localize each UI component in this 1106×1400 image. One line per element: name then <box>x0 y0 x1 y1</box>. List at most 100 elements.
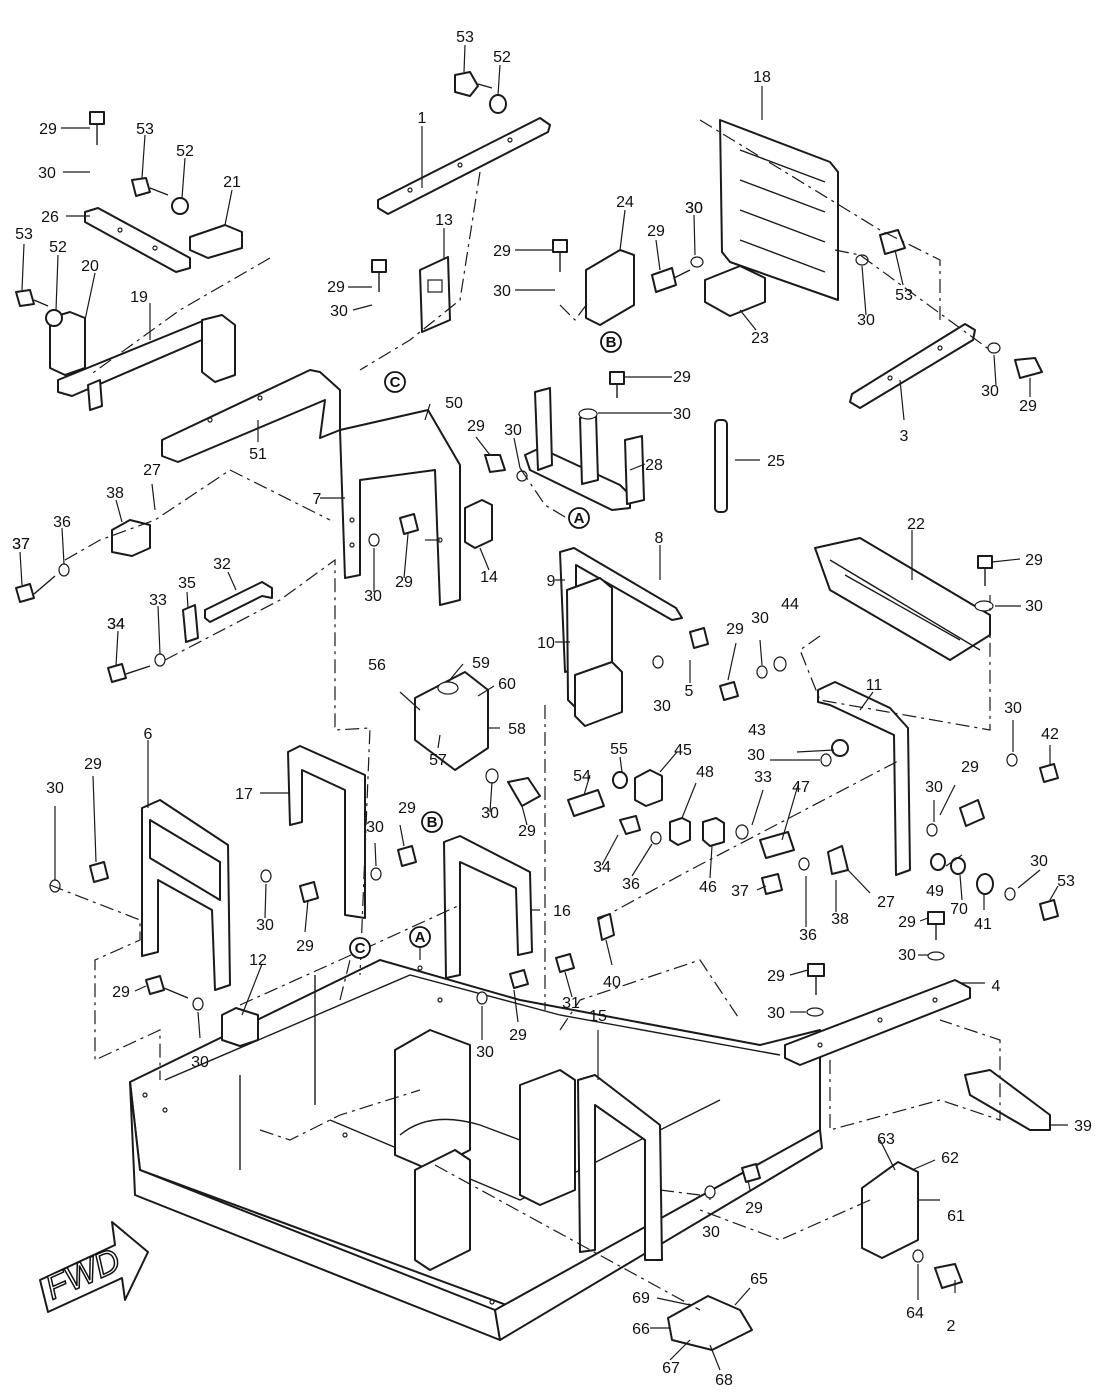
part-35-clip <box>182 604 199 643</box>
callout-39: 39 <box>1074 1118 1092 1135</box>
reference-markers: A A B B C C <box>349 331 622 959</box>
part-41-spacer <box>976 873 994 895</box>
callout-30-m: 30 <box>1004 700 1022 717</box>
callout-29-q: 29 <box>84 756 102 773</box>
callout-24: 24 <box>616 194 634 211</box>
callout-29-h: 29 <box>395 574 413 591</box>
part-32-handle <box>204 581 273 623</box>
callout-29-d: 29 <box>647 223 665 240</box>
callout-42: 42 <box>1041 726 1059 743</box>
callout-29-j: 29 <box>726 621 744 638</box>
callout-29-o: 29 <box>398 800 416 817</box>
callout-14: 14 <box>480 569 498 586</box>
repeated-callout-labels: 53 52 53 52 29 30 29 30 29 30 53 30 29 3… <box>12 121 1075 1241</box>
callout-36-mid: 36 <box>622 876 640 893</box>
ref-marker-b-lower <box>421 811 443 833</box>
part-17-frame <box>287 745 366 919</box>
callout-30-e: 30 <box>857 312 875 329</box>
assembly-lines <box>49 119 1001 1311</box>
callout-61: 61 <box>947 1208 965 1225</box>
callout-29-k: 29 <box>961 759 979 776</box>
callout-29-c: 29 <box>493 243 511 260</box>
part-13-plate <box>419 256 451 333</box>
part-25-shaft <box>714 419 728 513</box>
part-61-cover <box>861 1161 919 1259</box>
callout-29-i: 29 <box>1025 552 1043 569</box>
ref-label-b-upper: B <box>606 334 617 351</box>
callout-30-x: 30 <box>476 1044 494 1061</box>
callout-29-e: 29 <box>673 369 691 386</box>
part-22-rail <box>814 537 991 661</box>
part-14-bracket <box>464 499 493 549</box>
callout-30-b: 30 <box>330 303 348 320</box>
callout-30-h: 30 <box>981 383 999 400</box>
callout-25: 25 <box>767 453 785 470</box>
callout-30-j: 30 <box>1025 598 1043 615</box>
part-4-plate <box>784 979 971 1066</box>
callout-30-w: 30 <box>191 1054 209 1071</box>
callout-2: 2 <box>947 1318 956 1335</box>
callout-16: 16 <box>553 903 571 920</box>
callout-3: 3 <box>900 428 909 445</box>
ref-marker-a-lower <box>409 926 431 948</box>
callout-63: 63 <box>877 1131 895 1148</box>
callout-30-i: 30 <box>364 588 382 605</box>
callout-29-m: 29 <box>767 968 785 985</box>
part-24-cover <box>585 249 635 326</box>
callout-51: 51 <box>249 446 267 463</box>
callout-21: 21 <box>223 174 241 191</box>
callout-52-left: 52 <box>176 143 194 160</box>
fwd-label: FWD <box>40 1241 126 1307</box>
callout-29-t: 29 <box>745 1200 763 1217</box>
callout-53: 53 <box>456 29 474 46</box>
callout-29-g: 29 <box>1019 398 1037 415</box>
callout-30-y: 30 <box>702 1224 720 1241</box>
callout-27-lower: 27 <box>877 894 895 911</box>
ref-label-a-lower: A <box>415 929 426 946</box>
callout-13: 13 <box>435 212 453 229</box>
part-49-washer <box>930 853 946 871</box>
callout-20: 20 <box>81 258 99 275</box>
part-65-cover <box>667 1295 753 1351</box>
callout-30-l: 30 <box>653 698 671 715</box>
ref-marker-c-lower <box>349 937 371 959</box>
part-7-frame <box>339 409 461 606</box>
part-1-top-bar <box>377 117 551 215</box>
callout-29: 29 <box>39 121 57 138</box>
callout-60: 60 <box>498 676 516 693</box>
callout-29-p: 29 <box>296 938 314 955</box>
ref-marker-c-upper <box>384 371 406 393</box>
callout-37: 37 <box>12 536 30 553</box>
callout-32: 32 <box>213 556 231 573</box>
callout-30-r: 30 <box>767 1005 785 1022</box>
callout-41: 41 <box>974 916 992 933</box>
part-38-bracket <box>111 519 151 557</box>
callout-34-a: 34 <box>107 616 125 633</box>
callout-5: 5 <box>685 683 694 700</box>
callout-43: 43 <box>748 722 766 739</box>
callout-52-far-left: 52 <box>49 239 67 256</box>
callout-67: 67 <box>662 1360 680 1377</box>
callout-65: 65 <box>750 1271 768 1288</box>
callout-1: 1 <box>418 110 427 127</box>
part-16-frame <box>443 835 533 979</box>
callout-50: 50 <box>445 395 463 412</box>
callout-64: 64 <box>906 1305 924 1322</box>
callout-30: 30 <box>38 165 56 182</box>
callout-48: 48 <box>696 764 714 781</box>
callout-30-q: 30 <box>898 947 916 964</box>
part-18-large-plate <box>719 119 839 301</box>
callout-30-top: 30 <box>685 200 703 217</box>
part-56-box <box>414 671 489 771</box>
callout-45: 45 <box>674 742 692 759</box>
callout-68: 68 <box>715 1372 733 1389</box>
callout-17: 17 <box>235 786 253 803</box>
ref-marker-b-upper <box>600 331 622 353</box>
callout-10: 10 <box>537 635 555 652</box>
callout-30-s: 30 <box>481 805 499 822</box>
callout-23: 23 <box>751 330 769 347</box>
callout-30-k: 30 <box>751 610 769 627</box>
callout-34: 34 <box>107 616 125 633</box>
callout-53-right: 53 <box>895 287 913 304</box>
callout-55: 55 <box>610 741 628 758</box>
